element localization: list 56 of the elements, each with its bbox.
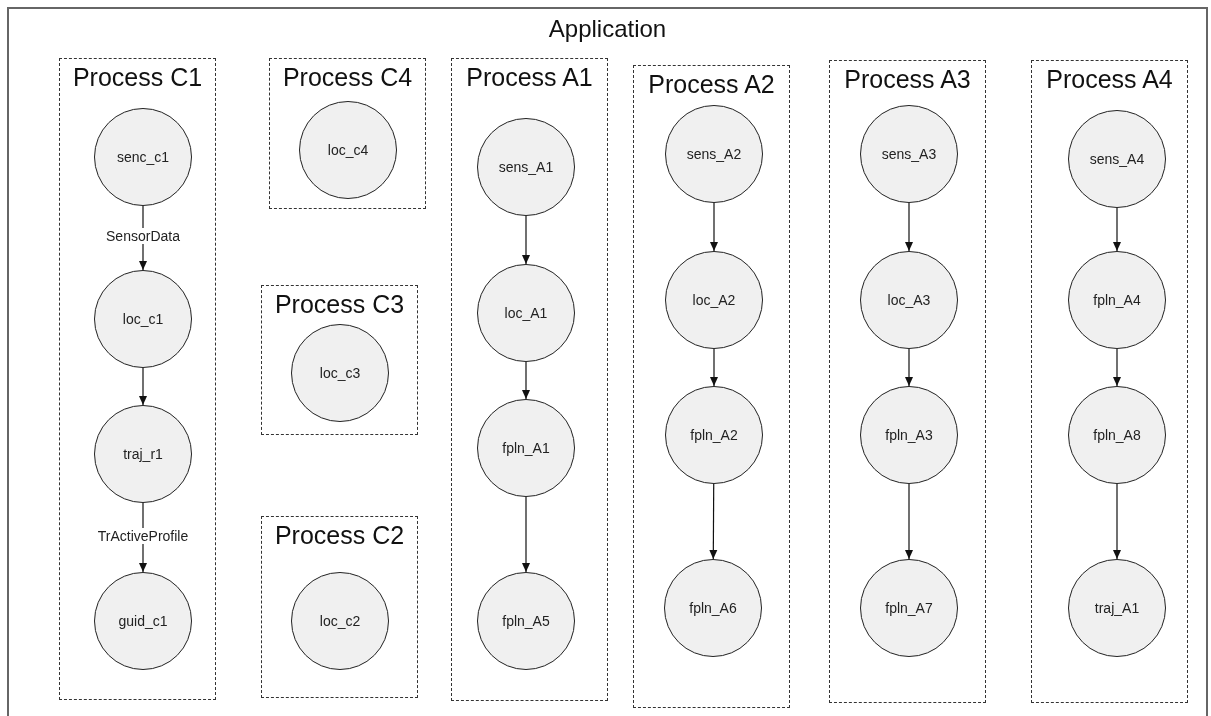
arrow <box>1113 207 1121 252</box>
group-title: Process A4 <box>1046 65 1173 94</box>
process-group-box <box>269 58 426 209</box>
group-title: Process C3 <box>274 290 405 319</box>
group-title: Process A3 <box>844 65 971 94</box>
edge-label: TrActiveProfile <box>96 527 190 544</box>
frame-label: Application <box>548 15 667 43</box>
node-circle: sens_A2 <box>665 105 763 203</box>
application-frame <box>7 7 1208 716</box>
node-circle: fpln_A8 <box>1068 386 1166 484</box>
node-circle: fpln_A2 <box>665 386 763 484</box>
arrow <box>709 483 718 560</box>
node-circle: loc_c1 <box>94 270 192 368</box>
process-group-box <box>829 60 986 703</box>
node-circle: sens_A4 <box>1068 110 1166 208</box>
arrow <box>710 202 718 252</box>
node-circle: sens_A1 <box>477 118 575 216</box>
group-title: Process A1 <box>466 63 593 92</box>
node-circle: fpln_A1 <box>477 399 575 497</box>
edge-label: SensorData <box>105 228 181 244</box>
node-circle: loc_A2 <box>665 251 763 349</box>
node-circle: traj_r1 <box>94 405 192 503</box>
arrow <box>905 202 913 252</box>
node-circle: loc_A1 <box>477 264 575 362</box>
node-circle: senc_c1 <box>94 108 192 206</box>
process-group-box <box>1031 60 1188 703</box>
process-group-box <box>59 58 216 700</box>
node-circle: traj_A1 <box>1068 559 1166 657</box>
arrow <box>522 496 530 573</box>
arrow <box>1113 348 1121 387</box>
group-title: Process C1 <box>72 63 203 92</box>
process-group-box <box>451 58 608 701</box>
group-title: Process A2 <box>648 70 775 99</box>
group-title: Process C4 <box>282 63 413 92</box>
node-circle: fpln_A3 <box>860 386 958 484</box>
node-circle: loc_c4 <box>299 101 397 199</box>
arrow <box>522 361 530 400</box>
node-circle: guid_c1 <box>94 572 192 670</box>
arrow <box>710 348 718 387</box>
node-circle: loc_A3 <box>860 251 958 349</box>
arrow <box>1113 483 1121 560</box>
node-circle: sens_A3 <box>860 105 958 203</box>
arrow <box>905 348 913 387</box>
process-group-box <box>261 285 418 435</box>
arrow <box>139 367 147 406</box>
arrow <box>905 483 913 560</box>
node-circle: fpln_A5 <box>477 572 575 670</box>
group-title: Process C2 <box>274 521 405 550</box>
arrow <box>522 215 530 265</box>
node-circle: loc_c3 <box>291 324 389 422</box>
node-circle: fpln_A7 <box>860 559 958 657</box>
node-circle: fpln_A4 <box>1068 251 1166 349</box>
process-group-box <box>633 65 790 708</box>
node-circle: fpln_A6 <box>664 559 762 657</box>
node-circle: loc_c2 <box>291 572 389 670</box>
process-group-box <box>261 516 418 698</box>
